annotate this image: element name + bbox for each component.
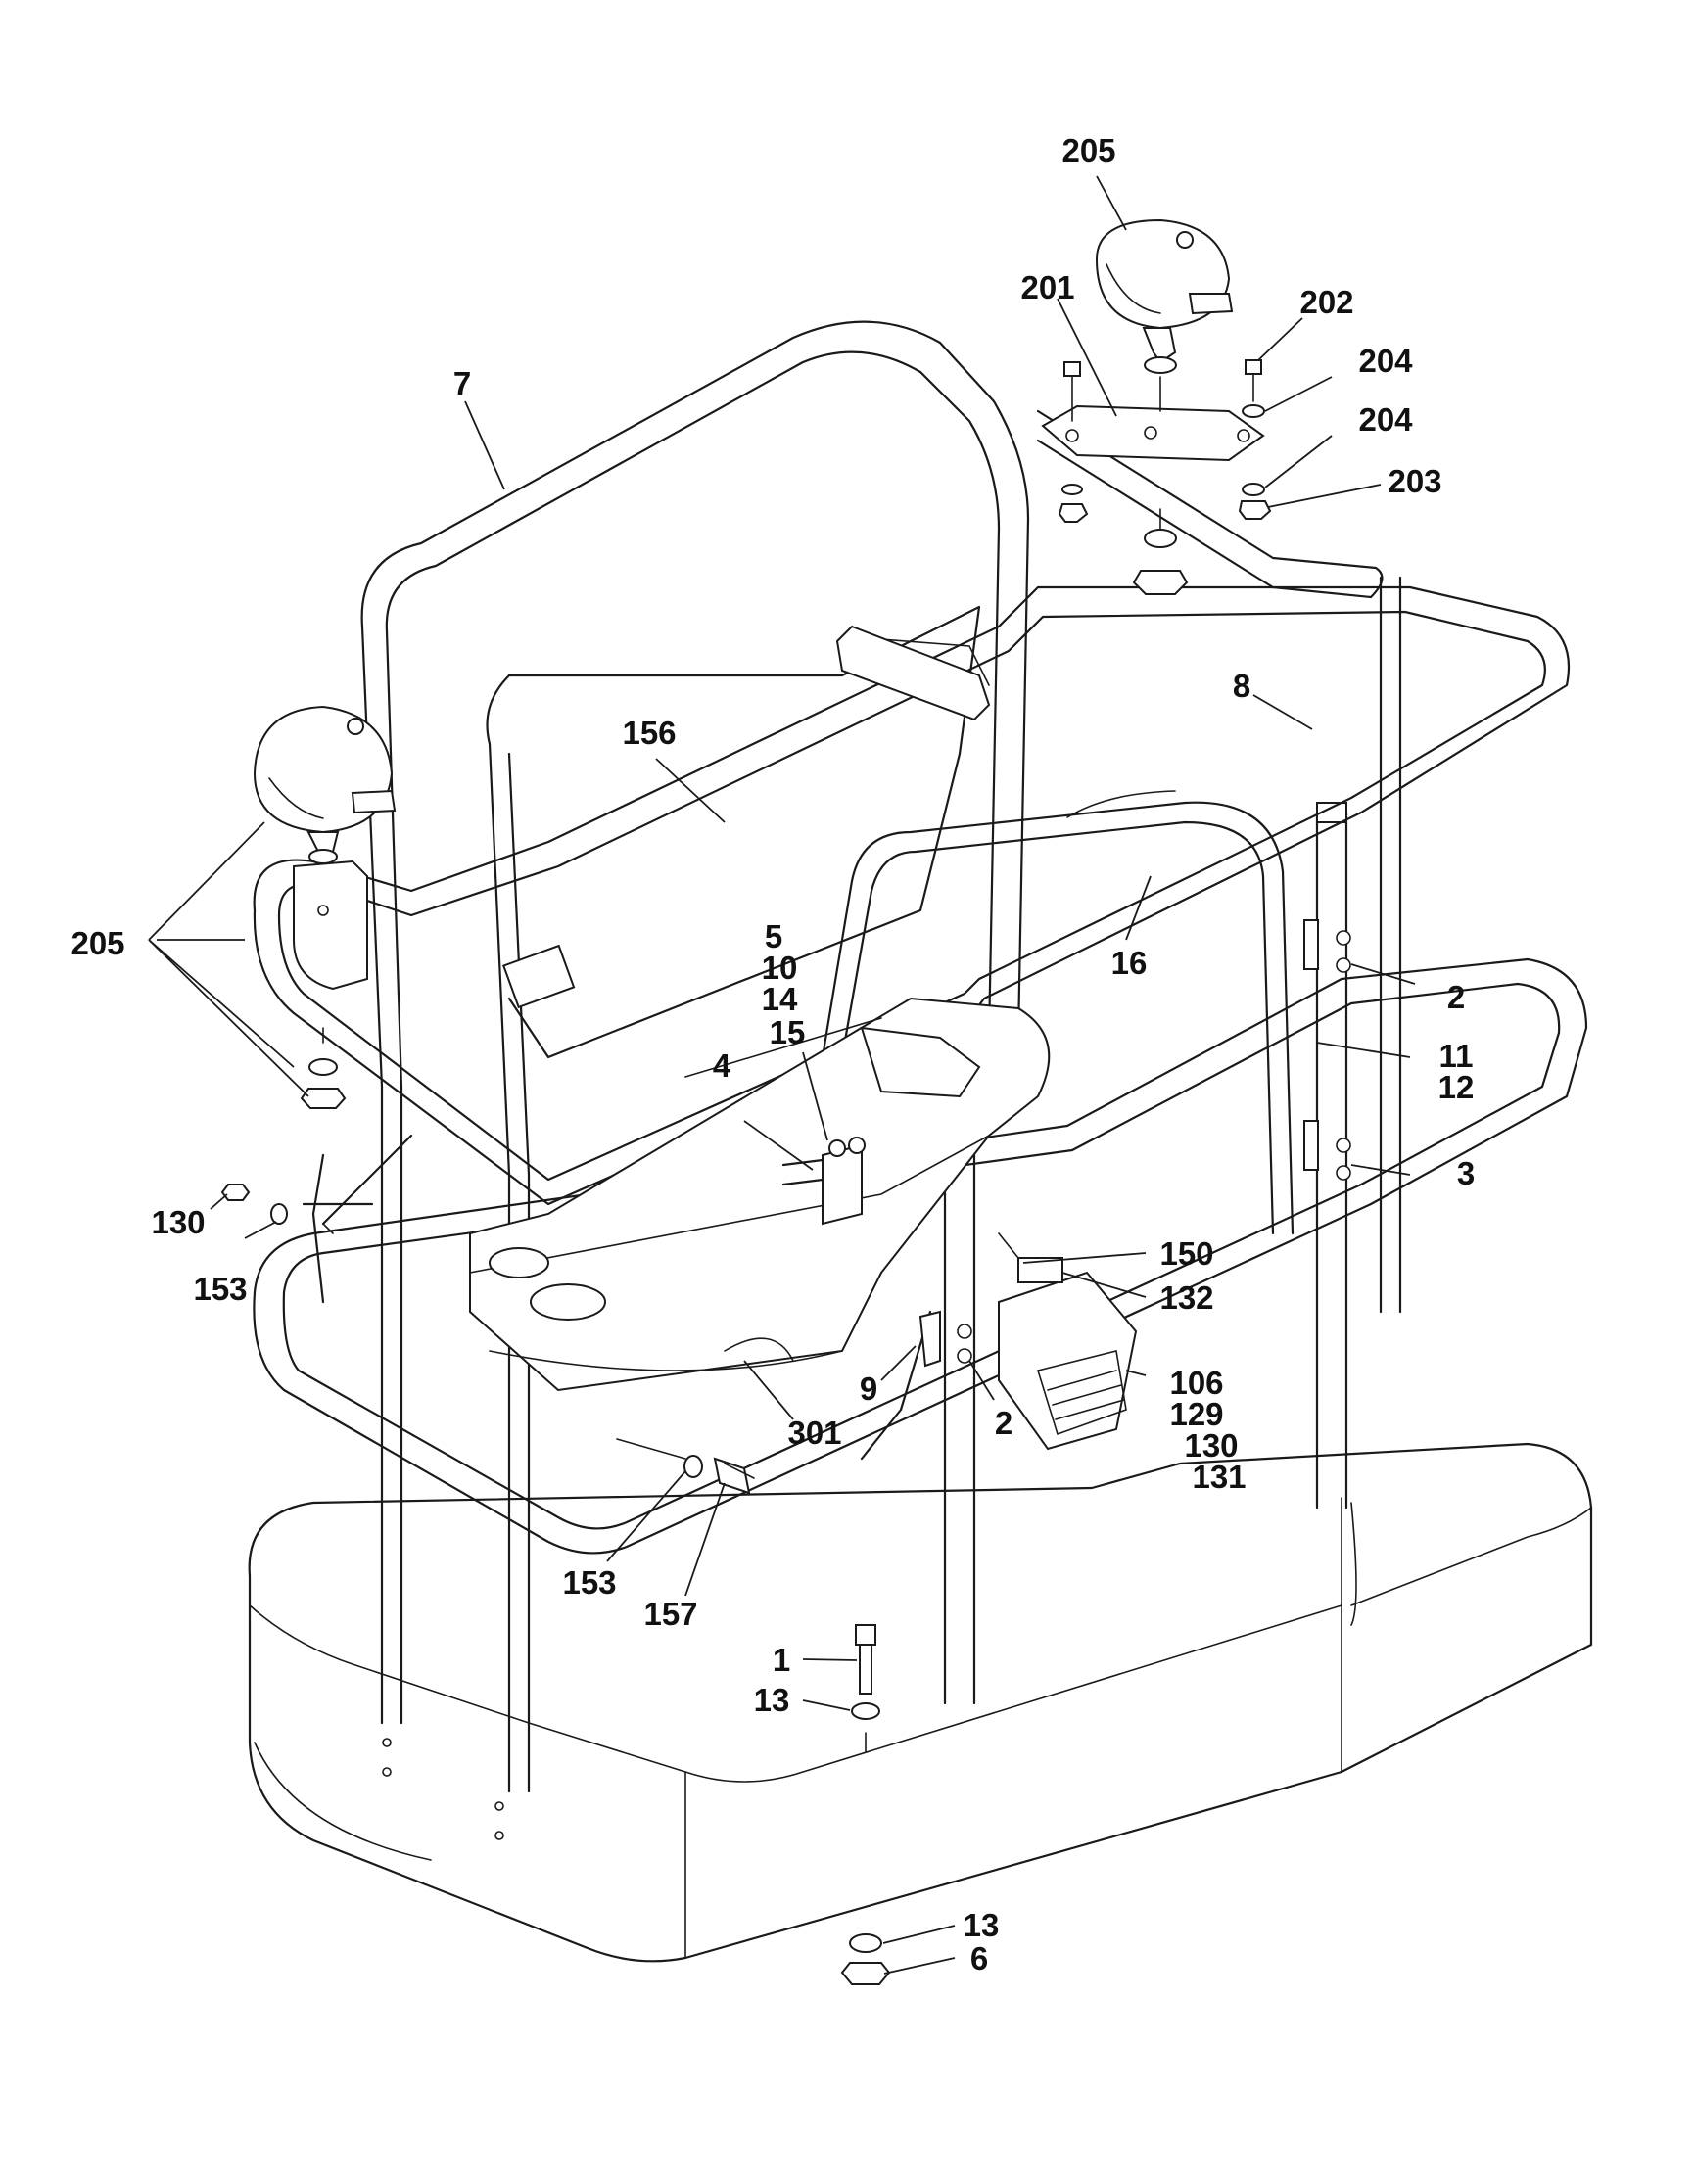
callout-labels: 205 201 202 204 204 203 7 8 156 205 5 10… bbox=[71, 132, 1475, 1976]
leader-lines bbox=[148, 175, 1416, 1975]
callout-301: 301 bbox=[787, 1415, 841, 1451]
callout-203: 203 bbox=[1388, 463, 1441, 499]
console-bracket-4 bbox=[781, 1137, 866, 1226]
callout-204-lower: 204 bbox=[1358, 401, 1413, 438]
callout-12: 12 bbox=[1438, 1069, 1475, 1105]
control-console-301 bbox=[469, 997, 1051, 1392]
callout-205-left: 205 bbox=[71, 925, 124, 961]
seat-back-156 bbox=[502, 605, 991, 1059]
platform-floor-pan bbox=[248, 1442, 1593, 1963]
hook-9 bbox=[860, 1310, 972, 1461]
callout-9: 9 bbox=[860, 1371, 877, 1407]
callout-132: 132 bbox=[1159, 1279, 1213, 1316]
top-bracket-assembly bbox=[1036, 218, 1384, 599]
callout-130-left: 130 bbox=[151, 1204, 205, 1240]
callout-13-lower: 13 bbox=[964, 1907, 1000, 1943]
callout-153-center: 153 bbox=[562, 1564, 616, 1601]
callout-11: 11 bbox=[1439, 1038, 1474, 1074]
callout-153-left: 153 bbox=[193, 1271, 247, 1307]
callout-129: 129 bbox=[1169, 1396, 1223, 1432]
callout-1: 1 bbox=[773, 1642, 790, 1678]
side-post-11-12 bbox=[1303, 919, 1351, 1181]
callout-202: 202 bbox=[1299, 284, 1353, 320]
callout-157: 157 bbox=[643, 1596, 697, 1632]
callout-10: 10 bbox=[762, 950, 798, 986]
post-cap-8 bbox=[1316, 802, 1347, 823]
callout-4: 4 bbox=[713, 1047, 731, 1084]
callout-16: 16 bbox=[1111, 945, 1148, 981]
callout-205-top: 205 bbox=[1061, 132, 1115, 168]
callout-13-upper: 13 bbox=[754, 1682, 790, 1718]
bottom-hardware bbox=[840, 1624, 891, 1985]
callout-7: 7 bbox=[453, 365, 471, 401]
callout-201: 201 bbox=[1020, 269, 1074, 305]
callout-106: 106 bbox=[1169, 1365, 1223, 1401]
callout-156: 156 bbox=[622, 715, 676, 751]
work-lamp-205-left bbox=[253, 705, 397, 1109]
callout-130-right: 130 bbox=[1184, 1427, 1238, 1464]
callout-15: 15 bbox=[770, 1014, 806, 1050]
callout-3: 3 bbox=[1457, 1155, 1475, 1191]
callout-2-lower: 2 bbox=[995, 1405, 1012, 1441]
bolt-157-assembly bbox=[616, 1438, 755, 1495]
callout-6: 6 bbox=[970, 1940, 988, 1976]
callout-5: 5 bbox=[765, 918, 782, 954]
inner-handrail-16 bbox=[821, 790, 1295, 1235]
callout-204-upper: 204 bbox=[1358, 343, 1413, 379]
callout-131: 131 bbox=[1192, 1459, 1246, 1495]
callout-14: 14 bbox=[762, 981, 798, 1017]
callout-150: 150 bbox=[1159, 1235, 1213, 1272]
foot-switch-106 bbox=[998, 1232, 1138, 1451]
left-side-hardware bbox=[220, 1184, 334, 1234]
callout-8: 8 bbox=[1233, 668, 1250, 704]
callout-2-right: 2 bbox=[1447, 979, 1465, 1015]
